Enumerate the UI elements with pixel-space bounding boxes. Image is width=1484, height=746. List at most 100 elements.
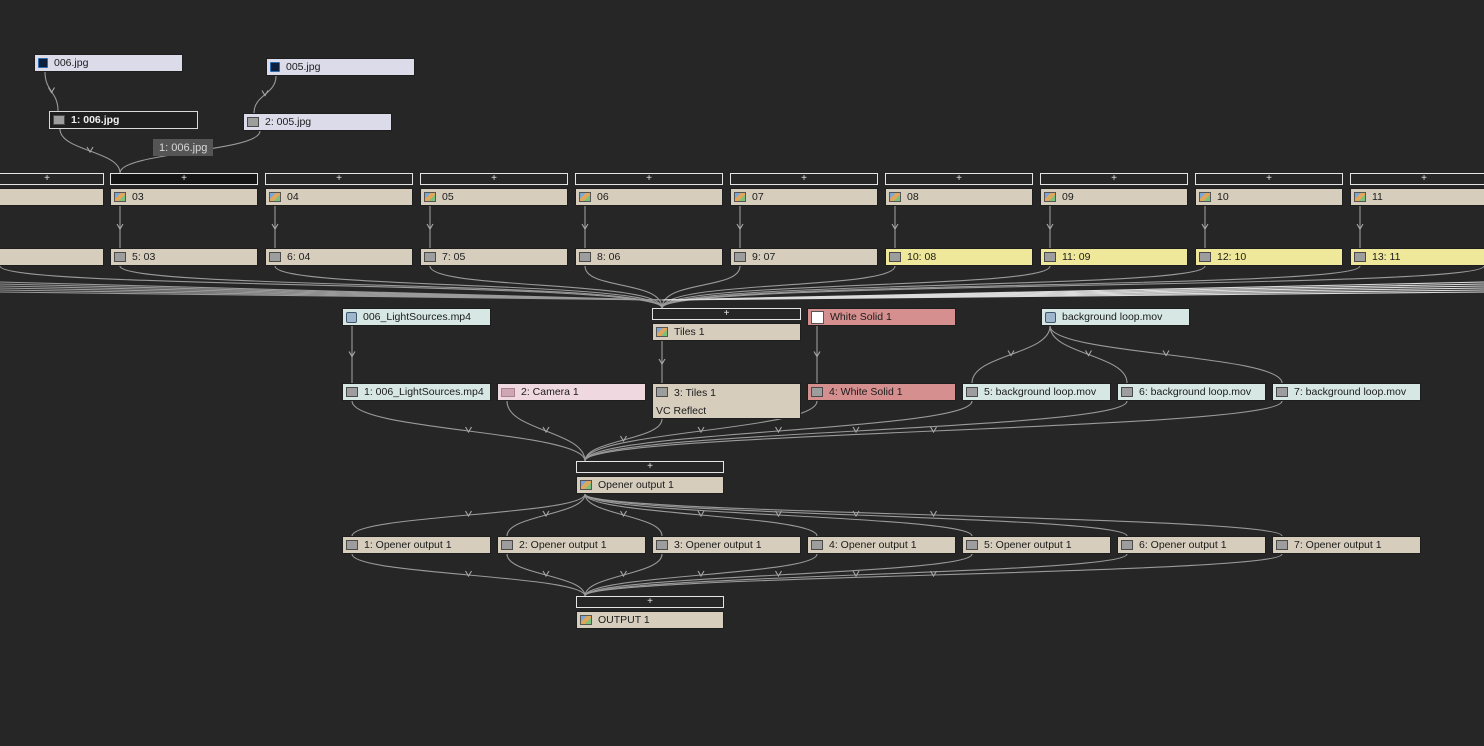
comp-opener-output[interactable]: Opener output 1 [576, 476, 724, 494]
comp-input-bar-04[interactable]: + [265, 173, 413, 185]
layer-node-08[interactable]: 10: 08 [885, 248, 1033, 266]
footage-005-jpg[interactable]: 005.jpg [266, 58, 415, 76]
layer-icon [1276, 540, 1288, 550]
camera-icon [501, 387, 515, 397]
layer-icon [579, 252, 591, 262]
layer-icon [269, 252, 281, 262]
comp-node-08[interactable]: 08 [885, 188, 1033, 206]
output-layer-1[interactable]: 1: Opener output 1 [342, 536, 491, 554]
footage-icon [1045, 311, 1056, 323]
comp-input-bar-09[interactable]: + [1040, 173, 1188, 185]
hover-tooltip: 1: 006.jpg [153, 139, 214, 156]
layer-node-07[interactable]: 9: 07 [730, 248, 878, 266]
effect-label: VC Reflect [656, 405, 707, 417]
layer-icon [1199, 252, 1211, 262]
layer-icon [656, 540, 668, 550]
layer-icon [966, 540, 978, 550]
output-layer-4[interactable]: 4: Opener output 1 [807, 536, 956, 554]
footage-006-jpg[interactable]: 006.jpg [34, 54, 183, 72]
opener-layer-white-solid[interactable]: 4: White Solid 1 [807, 383, 956, 401]
layer-icon [53, 115, 65, 125]
comp-node-10[interactable]: 10 [1195, 188, 1343, 206]
opener-layer-tiles[interactable]: 3: Tiles 1 VC Reflect [652, 383, 801, 419]
comp-input-bar-05[interactable]: + [420, 173, 568, 185]
output-layer-7[interactable]: 7: Opener output 1 [1272, 536, 1421, 554]
comp-input-bar-06[interactable]: + [575, 173, 723, 185]
solid-icon [811, 310, 824, 324]
layer-icon [1121, 540, 1133, 550]
layer-node-11[interactable]: 13: 11 [1350, 248, 1484, 266]
layer-node-09[interactable]: 11: 09 [1040, 248, 1188, 266]
comp-input-bar-03[interactable]: + [110, 173, 258, 185]
composition-icon [1354, 192, 1366, 202]
layer-icon [1354, 252, 1366, 262]
layer-node-06[interactable]: 8: 06 [575, 248, 723, 266]
composition-icon [114, 192, 126, 202]
composition-icon [580, 480, 592, 490]
composition-icon [579, 192, 591, 202]
composition-icon [269, 192, 281, 202]
tiles-input-bar[interactable]: + [652, 308, 801, 320]
comp-node-03[interactable]: 03 [110, 188, 258, 206]
layer-icon [1276, 387, 1288, 397]
composition-icon [1044, 192, 1056, 202]
comp-node-09[interactable]: 09 [1040, 188, 1188, 206]
opener-layer-bg-5[interactable]: 5: background loop.mov [962, 383, 1111, 401]
layer-icon [346, 387, 358, 397]
layer-icon [811, 387, 823, 397]
layer-icon [424, 252, 436, 262]
layer-icon [734, 252, 746, 262]
composition-icon [1199, 192, 1211, 202]
comp-node-05[interactable]: 05 [420, 188, 568, 206]
opener-input-bar[interactable]: + [576, 461, 724, 473]
layer-006-jpg-selected[interactable]: 1: 006.jpg [49, 111, 198, 129]
output-layer-5[interactable]: 5: Opener output 1 [962, 536, 1111, 554]
opener-layer-bg-6[interactable]: 6: background loop.mov [1117, 383, 1266, 401]
comp-tiles-1[interactable]: Tiles 1 [652, 323, 801, 341]
footage-icon [346, 311, 357, 323]
output-input-bar[interactable]: + [576, 596, 724, 608]
layer-icon [1121, 387, 1133, 397]
layer-icon [247, 117, 259, 127]
layer-node-03[interactable]: 5: 03 [110, 248, 258, 266]
comp-output-1[interactable]: OUTPUT 1 [576, 611, 724, 629]
composition-icon [580, 615, 592, 625]
comp-node-06[interactable]: 06 [575, 188, 723, 206]
comp-input-bar-10[interactable]: + [1195, 173, 1343, 185]
layer-icon [346, 540, 358, 550]
composition-icon [656, 327, 668, 337]
footage-white-solid[interactable]: White Solid 1 [807, 308, 956, 326]
layer-icon [114, 252, 126, 262]
comp-node-07[interactable]: 07 [730, 188, 878, 206]
output-layer-2[interactable]: 2: Opener output 1 [497, 536, 646, 554]
layer-icon [811, 540, 823, 550]
output-layer-6[interactable]: 6: Opener output 1 [1117, 536, 1266, 554]
layer-node-partial[interactable] [0, 248, 104, 266]
layer-icon [1044, 252, 1056, 262]
footage-lightsources[interactable]: 006_LightSources.mp4 [342, 308, 491, 326]
layer-005-jpg[interactable]: 2: 005.jpg [243, 113, 392, 131]
comp-input-bar-11[interactable]: + [1350, 173, 1484, 185]
footage-background-loop[interactable]: background loop.mov [1041, 308, 1190, 326]
comp-input-bar-07[interactable]: + [730, 173, 878, 185]
layer-icon [501, 540, 513, 550]
opener-layer-camera[interactable]: 2: Camera 1 [497, 383, 646, 401]
comp-node-11[interactable]: 11 [1350, 188, 1484, 206]
comp-input-bar-partial[interactable]: + [0, 173, 104, 185]
layer-icon [966, 387, 978, 397]
composition-icon [734, 192, 746, 202]
layer-node-04[interactable]: 6: 04 [265, 248, 413, 266]
photoshop-file-icon [38, 58, 48, 68]
composition-icon [889, 192, 901, 202]
layer-node-05[interactable]: 7: 05 [420, 248, 568, 266]
comp-node-04[interactable]: 04 [265, 188, 413, 206]
layer-icon [889, 252, 901, 262]
comp-node-partial[interactable] [0, 188, 104, 206]
layer-node-10[interactable]: 12: 10 [1195, 248, 1343, 266]
comp-input-bar-08[interactable]: + [885, 173, 1033, 185]
output-layer-3[interactable]: 3: Opener output 1 [652, 536, 801, 554]
layer-icon [656, 387, 668, 397]
opener-layer-bg-7[interactable]: 7: background loop.mov [1272, 383, 1421, 401]
opener-layer-1[interactable]: 1: 006_LightSources.mp4 [342, 383, 491, 401]
